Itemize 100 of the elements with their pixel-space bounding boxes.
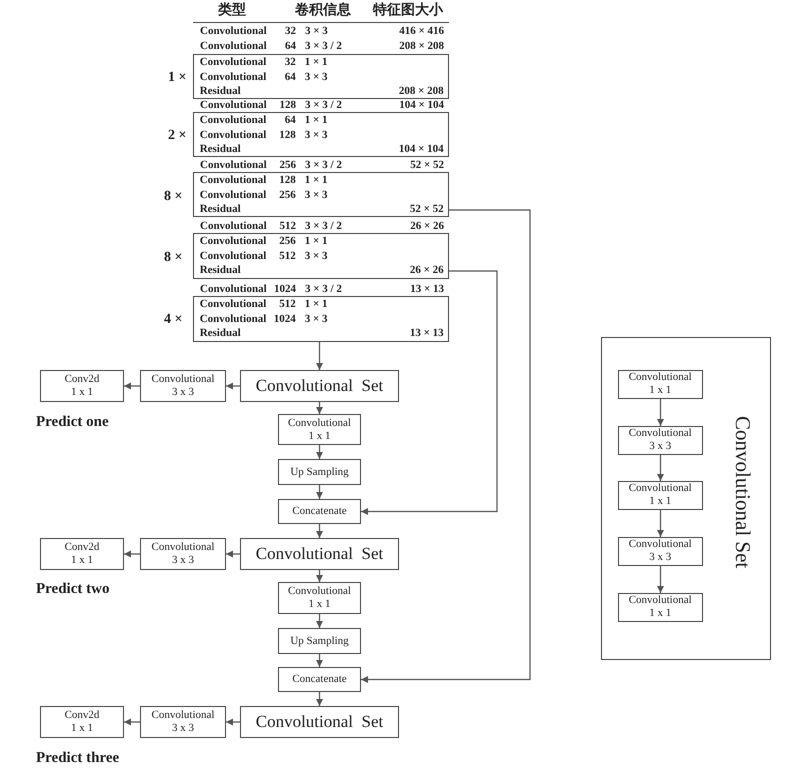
- arrow: [226, 718, 240, 726]
- layer-box: [618, 370, 703, 399]
- residual-block-box: [193, 54, 449, 99]
- layer-type: Convolutional: [200, 283, 267, 296]
- layer-type: Convolutional: [200, 56, 266, 69]
- box-text: Convolutional: [628, 427, 692, 440]
- box-text: 3 x 3: [172, 722, 194, 735]
- layer-type: Residual: [200, 85, 241, 98]
- arrow: [124, 718, 140, 726]
- filter-count: 128: [280, 99, 296, 112]
- arrow: [316, 402, 323, 414]
- box-text: Convolutional: [152, 373, 214, 386]
- kernel-size: 3 × 3 / 2: [305, 40, 342, 53]
- layer-box: [278, 582, 361, 614]
- filter-count: 512: [279, 298, 296, 311]
- arrow: [657, 510, 664, 537]
- arrow: [124, 550, 140, 558]
- layer-box: [140, 706, 226, 738]
- repeat-count: 1 ×: [168, 70, 186, 86]
- arrow: [316, 614, 323, 628]
- filter-count: 512: [279, 250, 296, 262]
- residual-block-box: [193, 112, 449, 157]
- filter-count: 64: [284, 114, 296, 127]
- layer-box: [618, 592, 703, 622]
- layer-type: Convolutional: [200, 159, 267, 172]
- layer-box: [40, 538, 124, 570]
- box-text: Convolutional: [628, 594, 692, 608]
- kernel-size: 1 × 1: [304, 114, 328, 127]
- filter-count: 128: [279, 174, 296, 187]
- output-label: Predict three: [36, 750, 120, 767]
- box-text: Conv2d: [64, 373, 100, 386]
- box-text: Concatenate: [292, 505, 347, 518]
- box-text: Conv2d: [64, 541, 100, 554]
- residual-block-box: [193, 172, 449, 217]
- layer-box: [278, 499, 361, 524]
- kernel-size: 3 × 3: [304, 312, 328, 326]
- box-text: 3 x 3: [649, 551, 672, 564]
- arrow: [316, 654, 323, 667]
- layer-type: Residual: [200, 143, 241, 156]
- layer-type: Convolutional: [200, 114, 266, 127]
- output-size: 52 × 52: [410, 203, 444, 216]
- kernel-size: 3 × 3 / 2: [305, 220, 342, 233]
- box-text: Convolutional: [288, 416, 351, 430]
- layer-type: Convolutional: [200, 128, 266, 142]
- box-text: Conv2d: [64, 709, 100, 722]
- layer-box: [618, 536, 703, 566]
- layer-type: Convolutional: [200, 174, 266, 187]
- output-size: 104 × 104: [399, 99, 444, 112]
- kernel-size: 3 × 3: [304, 188, 328, 202]
- layer-box: [140, 538, 226, 570]
- layer-box: [618, 426, 703, 455]
- repeat-count: 8 ×: [164, 189, 182, 205]
- layer-box: [278, 414, 361, 445]
- layer-box: [40, 706, 124, 738]
- arrow: [657, 455, 664, 481]
- arrow: [124, 382, 140, 390]
- filter-count: 256: [279, 235, 296, 248]
- box-text: Concatenate: [292, 673, 347, 686]
- arrow: [657, 566, 664, 593]
- filter-count: 32: [284, 56, 296, 69]
- process-box: [240, 370, 399, 402]
- box-text: 3 x 3: [649, 440, 672, 454]
- panel-frame: [601, 337, 771, 660]
- kernel-size: 1 × 1: [304, 56, 328, 69]
- filter-count: 256: [279, 188, 296, 202]
- output-size: 104 × 104: [398, 143, 444, 156]
- layer-box: [618, 480, 703, 510]
- box-text: 3 x 3: [172, 386, 194, 399]
- layer-box: [278, 459, 361, 485]
- layer-type: Convolutional: [200, 99, 267, 112]
- output-label: Predict one: [36, 414, 109, 431]
- box-text: 1 x 1: [649, 384, 672, 398]
- layer-box: [278, 628, 361, 654]
- filter-count: 1024: [274, 283, 296, 296]
- layer-type: Convolutional: [200, 235, 266, 248]
- box-text: Convolutional Set: [256, 376, 384, 396]
- box-text: Convolutional: [628, 371, 692, 384]
- arrow: [657, 399, 664, 426]
- kernel-size: 3 × 3 / 2: [305, 99, 342, 112]
- box-text: 1 x 1: [71, 554, 93, 567]
- column-header: 卷积信息: [295, 3, 351, 19]
- output-size: 52 × 52: [410, 159, 444, 172]
- filter-count: 1024: [274, 312, 296, 326]
- layer-type: Residual: [200, 203, 241, 216]
- arrow: [316, 570, 323, 582]
- output-size: 26 × 26: [410, 220, 444, 233]
- kernel-size: 1 × 1: [304, 235, 328, 248]
- layer-type: Residual: [200, 327, 241, 340]
- kernel-size: 3 × 3: [304, 128, 328, 142]
- layer-box: [140, 370, 226, 402]
- layer-type: Convolutional: [200, 70, 266, 84]
- layer-type: Convolutional: [200, 220, 267, 233]
- layer-type: Convolutional: [200, 188, 266, 202]
- column-header: 特征图大小: [373, 3, 443, 19]
- kernel-size: 1 × 1: [304, 298, 328, 311]
- residual-block-box: [193, 233, 449, 279]
- arrow: [316, 692, 323, 706]
- layer-box: [40, 370, 124, 402]
- box-text: 3 x 3: [172, 554, 194, 567]
- layer-type: Convolutional: [200, 250, 266, 262]
